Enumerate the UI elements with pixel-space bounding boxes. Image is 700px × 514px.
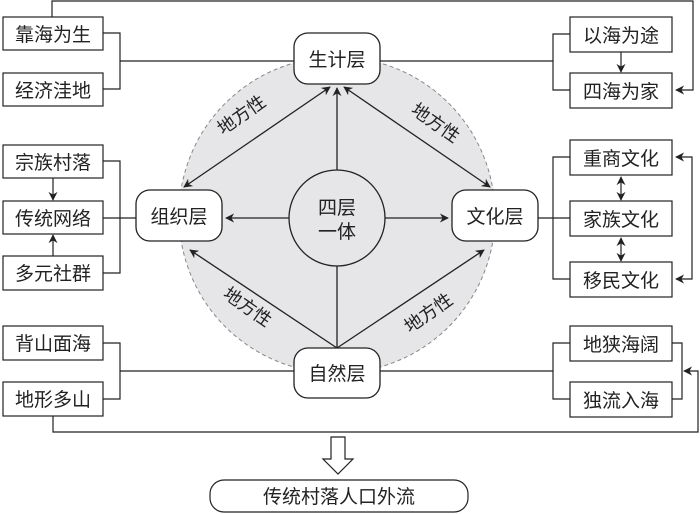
bracket-left-nature xyxy=(103,342,121,400)
outcome-label: 传统村落人口外流 xyxy=(263,486,415,508)
factor-box[interactable]: 背山面海 xyxy=(2,325,104,361)
top-loop-line xyxy=(51,0,694,95)
edge-culture-livelihood xyxy=(343,86,491,188)
edge-nature-to-organization xyxy=(189,249,338,349)
factor-label: 家族文化 xyxy=(583,209,659,231)
factor-label: 靠海为生 xyxy=(15,24,91,46)
layer-livelihood-box[interactable]: 生计层 xyxy=(293,32,381,85)
factor-box[interactable]: 四海为家 xyxy=(569,72,673,109)
culture-loop-line xyxy=(675,152,693,284)
factor-label: 以海为途 xyxy=(583,25,659,47)
layer-nature-label: 自然层 xyxy=(308,363,365,385)
factor-label: 宗族村落 xyxy=(15,152,91,174)
layer-nature-box[interactable]: 自然层 xyxy=(293,347,381,399)
outcome-box[interactable]: 传统村落人口外流 xyxy=(209,479,469,513)
factor-label: 多元社群 xyxy=(15,263,91,285)
factor-label: 传统网络 xyxy=(15,208,91,230)
bracket-right-nature-right xyxy=(672,342,683,400)
edge-nature-to-culture xyxy=(336,249,485,349)
factor-box[interactable]: 独流入海 xyxy=(569,381,673,418)
outcome-hollow-arrow xyxy=(321,436,355,475)
edge-organization-livelihood xyxy=(183,86,331,188)
layer-organization-label: 组织层 xyxy=(150,206,207,228)
factor-box[interactable]: 多元社群 xyxy=(2,255,104,291)
center-label-line2: 一体 xyxy=(318,221,356,243)
factor-label: 地形多山 xyxy=(15,389,91,411)
factor-box[interactable]: 重商文化 xyxy=(569,139,673,176)
bracket-left-organization xyxy=(103,160,121,274)
factor-label: 重商文化 xyxy=(583,148,659,170)
factor-box[interactable]: 传统网络 xyxy=(2,200,104,235)
layer-livelihood-label: 生计层 xyxy=(308,49,365,71)
factor-label: 独流入海 xyxy=(583,390,659,412)
factor-label: 背山面海 xyxy=(15,333,91,355)
layer-culture-box[interactable]: 文化层 xyxy=(451,189,539,242)
factor-box[interactable]: 靠海为生 xyxy=(2,16,104,51)
factor-label: 地狭海阔 xyxy=(583,334,659,356)
center-label-line1: 四层 xyxy=(318,197,356,219)
factor-box[interactable]: 经济洼地 xyxy=(2,72,104,107)
factor-box[interactable]: 地狭海阔 xyxy=(569,325,673,362)
center-circle xyxy=(288,169,386,267)
factor-label: 移民文化 xyxy=(583,270,659,292)
factor-box[interactable]: 移民文化 xyxy=(569,261,673,298)
bottom-loop-line xyxy=(52,366,699,433)
bracket-right-livelihood xyxy=(552,33,570,91)
factor-box[interactable]: 以海为途 xyxy=(569,16,673,53)
factor-label: 四海为家 xyxy=(583,81,659,103)
layer-organization-box[interactable]: 组织层 xyxy=(135,189,223,242)
factor-label: 经济洼地 xyxy=(15,80,91,102)
factor-box[interactable]: 宗族村落 xyxy=(2,144,104,179)
factor-box[interactable]: 地形多山 xyxy=(2,381,104,417)
bracket-left-livelihood xyxy=(103,32,121,90)
layer-culture-label: 文化层 xyxy=(466,206,523,228)
factor-box[interactable]: 家族文化 xyxy=(569,200,673,237)
bracket-right-nature-left xyxy=(552,342,570,400)
